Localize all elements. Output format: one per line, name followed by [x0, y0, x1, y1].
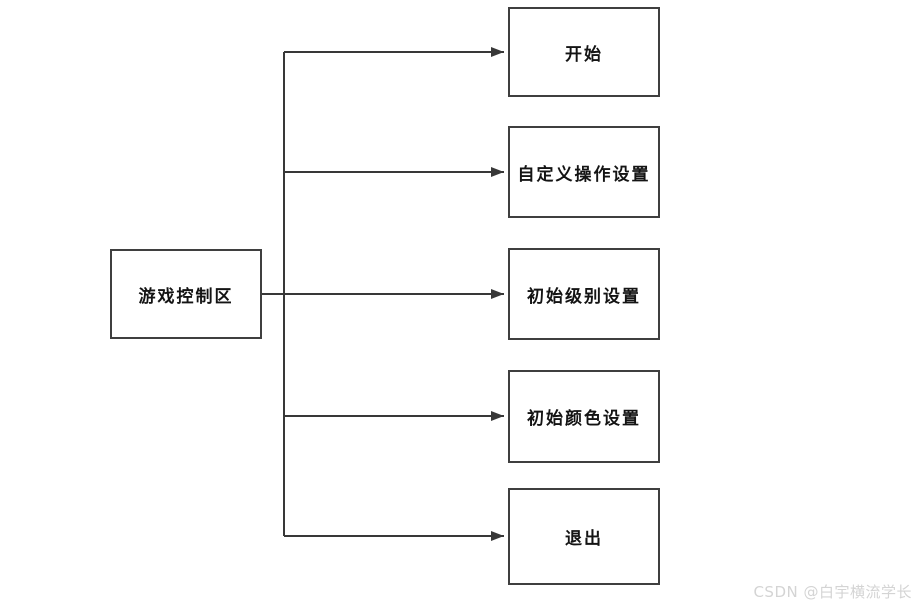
node-label-initial-level-settings: 初始级别设置 — [527, 286, 641, 307]
node-label-exit: 退出 — [565, 529, 603, 549]
node-initial-level-settings: 初始级别设置 — [508, 248, 660, 340]
node-label-custom-operation-settings: 自定义操作设置 — [517, 164, 651, 185]
watermark: CSDN @白宇横流学长 — [753, 583, 912, 601]
node-label-start: 开始 — [565, 44, 603, 65]
node-exit: 退出 — [508, 488, 660, 585]
node-initial-color-settings: 初始颜色设置 — [508, 370, 660, 463]
node-game-control-area: 游戏控制区 — [110, 249, 262, 339]
node-label-initial-color-settings: 初始颜色设置 — [527, 409, 641, 429]
node-custom-operation-settings: 自定义操作设置 — [508, 126, 660, 218]
node-start: 开始 — [508, 7, 660, 97]
node-label-game-control-area: 游戏控制区 — [138, 286, 234, 307]
